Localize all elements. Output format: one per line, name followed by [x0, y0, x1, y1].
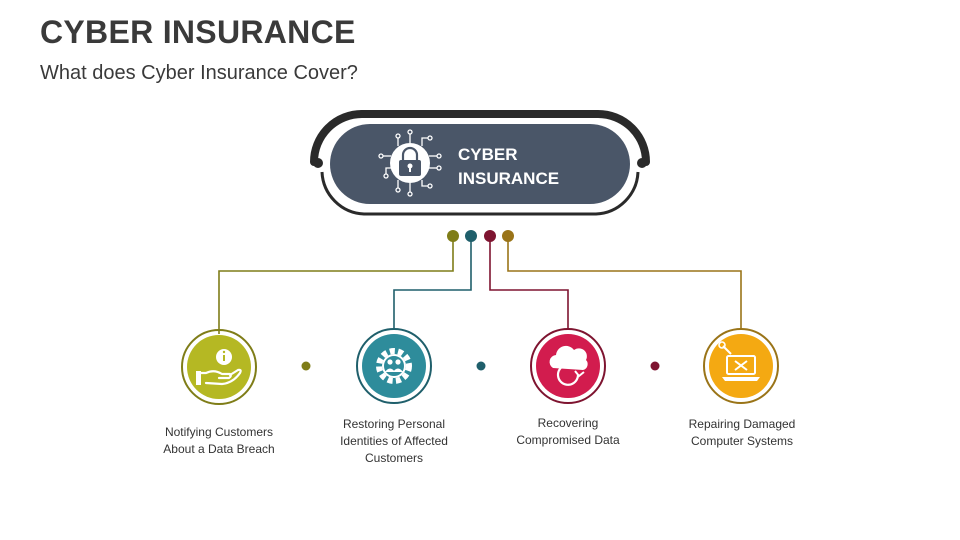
- page-title: CYBER INSURANCE: [40, 14, 356, 50]
- laptop-repair-icon: [703, 328, 779, 404]
- hub-title-line1: CYBER: [458, 145, 518, 164]
- item-label-repairing: Repairing Damaged Computer Systems: [688, 417, 796, 448]
- lock-circuit-icon: [378, 129, 442, 197]
- separator-dots: [301, 361, 660, 371]
- item-label-recovering: Recovering Compromised Data: [516, 416, 620, 447]
- gear-people-icon: [356, 328, 432, 404]
- page-subtitle: What does Cyber Insurance Cover?: [40, 62, 358, 84]
- item-label-notifying: Notifying Customers About a Data Breach: [163, 425, 275, 456]
- hub-title: CYBER INSURANCE: [458, 143, 559, 191]
- hub-title-line2: INSURANCE: [458, 169, 560, 188]
- cloud-recovery-icon: [530, 328, 606, 404]
- item-label-restoring: Restoring Personal Identities of Affecte…: [340, 417, 448, 465]
- connectors: [218, 236, 742, 334]
- hub-frame: [310, 110, 650, 216]
- hand-info-icon: [181, 329, 257, 405]
- connector-dots: [447, 230, 514, 242]
